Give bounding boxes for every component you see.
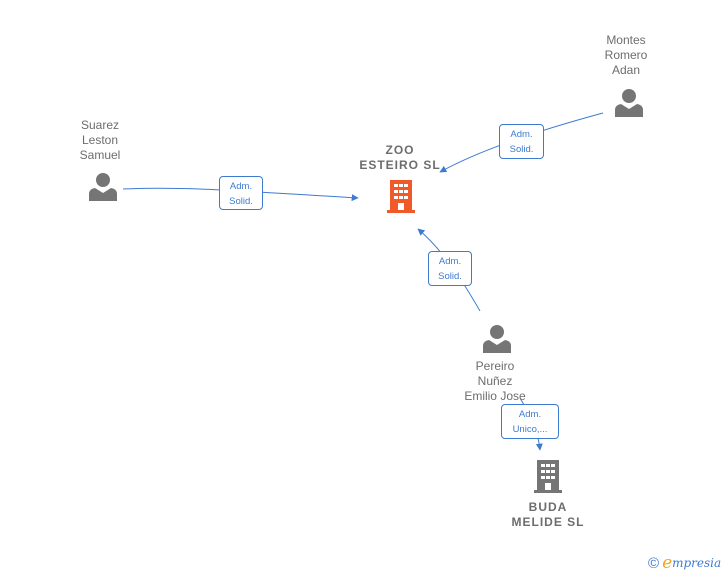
building-icon[interactable]: [386, 179, 416, 214]
brand-name: mpresia: [672, 556, 722, 570]
edge-label-montes-zoo[interactable]: Adm. Solid.: [499, 124, 544, 159]
node-zoo-label: ZOO ESTEIRO SL: [359, 143, 441, 172]
person-icon[interactable]: [482, 324, 512, 354]
edge-label-pereiro-zoo[interactable]: Adm. Solid.: [428, 251, 472, 286]
node-pereiro-label: Pereiro Nuñez Emilio Jose: [464, 359, 526, 403]
person-icon[interactable]: [614, 88, 644, 118]
node-suarez-label: Suarez Leston Samuel: [79, 118, 121, 162]
node-buda-label: BUDA MELIDE SL: [511, 500, 585, 529]
building-icon[interactable]: [533, 459, 563, 494]
brand-initial: e: [662, 553, 673, 573]
node-montes-label: Montes Romero Adan: [604, 33, 648, 77]
edge-label-suarez-zoo[interactable]: Adm. Solid.: [219, 176, 263, 210]
edge-label-pereiro-buda[interactable]: Adm. Unico,...: [501, 404, 559, 439]
person-icon[interactable]: [88, 172, 118, 202]
empresia-logo: © e mpresia: [648, 553, 721, 573]
copyright-icon: ©: [648, 554, 660, 572]
